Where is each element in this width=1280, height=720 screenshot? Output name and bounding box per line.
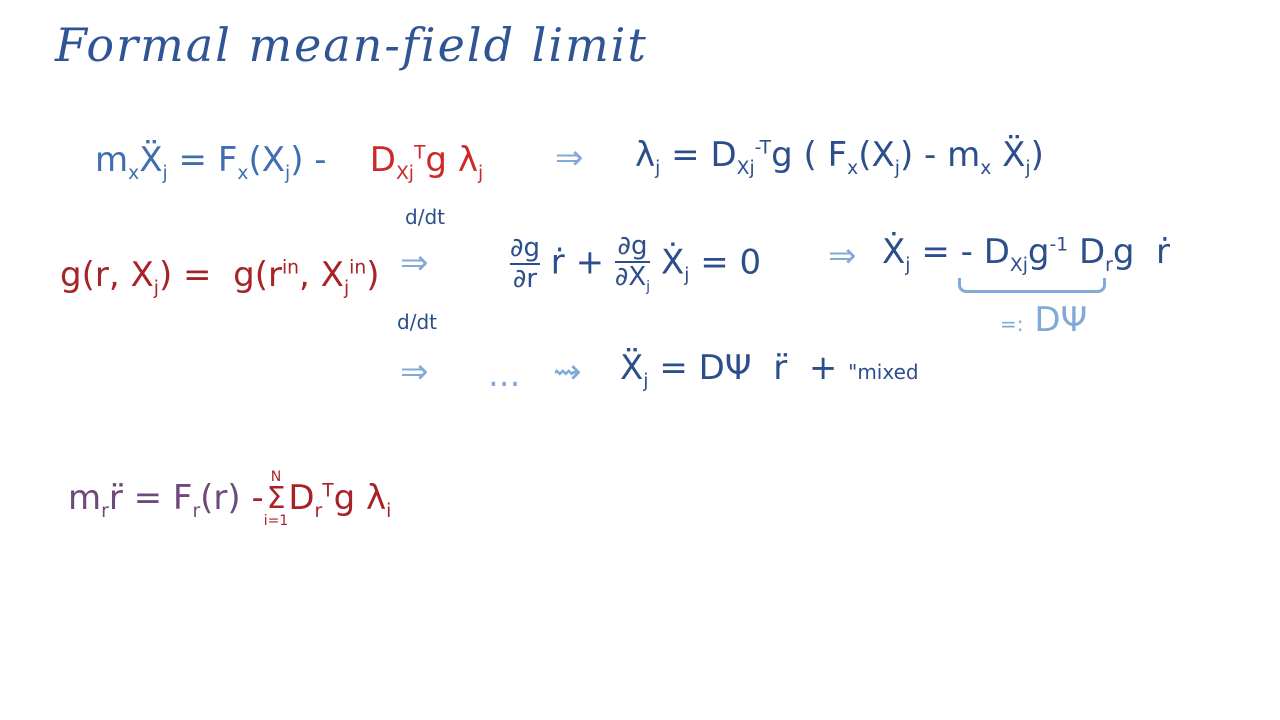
- implies-arrow: ⇒: [400, 352, 429, 392]
- dpsi-definition: =: DΨ: [1000, 300, 1088, 340]
- ddt-label: d/dt: [397, 310, 437, 334]
- implies-arrow: ⇒: [400, 243, 429, 283]
- equation-constraint: g(r, Xj) = g(rin, Xjin): [60, 255, 380, 299]
- equation-velocity: Ẋj = - DXjg-1 Drg ṙ: [882, 232, 1171, 276]
- ellipsis: ...: [488, 355, 521, 395]
- equation-force-balance: mxẌj = Fx(Xj) - DXjTg λj: [95, 140, 484, 184]
- equation-lambda-solution: λj = DXj-Tg ( Fx(Xj) - mx Ẍj): [635, 135, 1044, 179]
- equation-acceleration: Ẍj = DΨ r̈ + "mixed: [620, 348, 919, 392]
- page-title: Formal mean-field limit: [55, 18, 648, 72]
- underbrace: [958, 278, 1106, 293]
- implies-arrow: ⇒: [828, 236, 857, 276]
- equation-differentiated-constraint: ∂g∂r ṙ + ∂g∂Xj Ẋj = 0: [510, 231, 762, 295]
- leads-to-arrow: ⇝: [553, 352, 582, 392]
- ddt-label: d/dt: [405, 205, 445, 229]
- implies-arrow: ⇒: [555, 138, 584, 178]
